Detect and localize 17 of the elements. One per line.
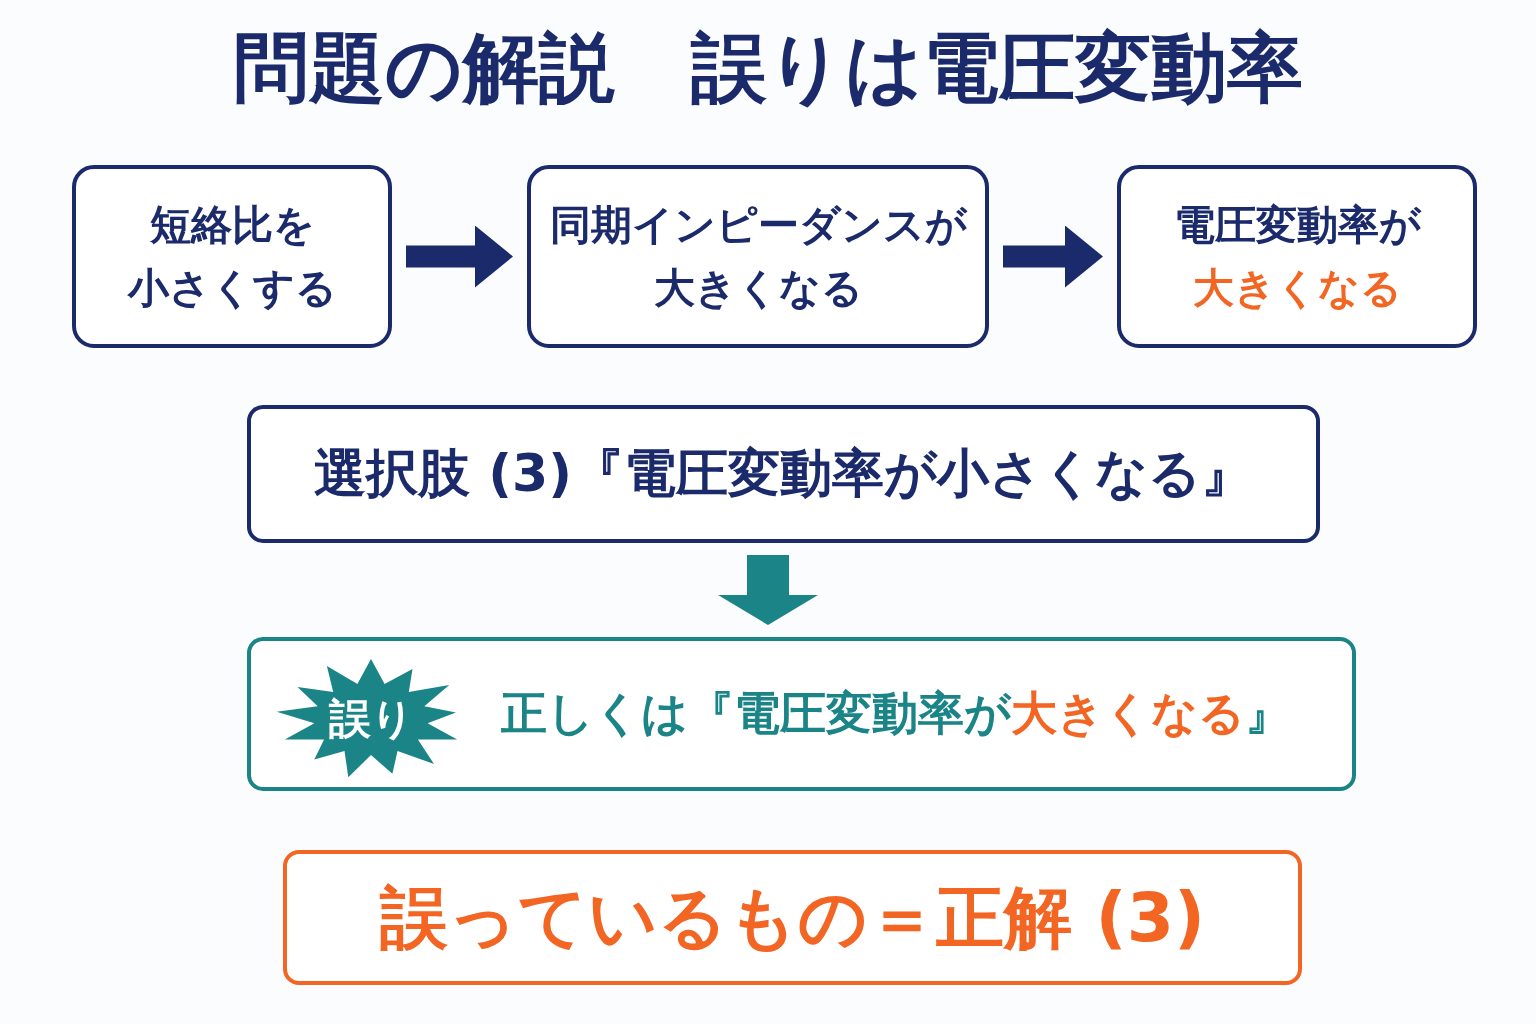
correction-box (247, 637, 1356, 791)
box-text: 選択肢 (3)『電圧変動率が小さくなる』 (314, 442, 1253, 506)
box-text: 短絡比を小さくする (127, 200, 337, 314)
process-box (527, 165, 989, 348)
box-text: 誤っているもの＝正解 (3) (379, 876, 1206, 959)
process-box (1117, 165, 1477, 348)
box-text: 電圧変動率が大きくなる (1173, 200, 1421, 314)
arrow (718, 555, 818, 625)
statement-box (247, 405, 1320, 543)
box-text: 正しくは『電圧変動率が大きくなる』 (501, 685, 1291, 743)
conclusion-box (283, 850, 1302, 985)
title: 問題の解説 誤りは電圧変動率 (233, 22, 1303, 114)
process-box (72, 165, 392, 348)
box-text: 同期インピーダンスが大きくなる (549, 200, 967, 314)
arrow (406, 225, 513, 288)
badge-label: 誤り (328, 695, 414, 743)
arrow (1003, 225, 1103, 288)
